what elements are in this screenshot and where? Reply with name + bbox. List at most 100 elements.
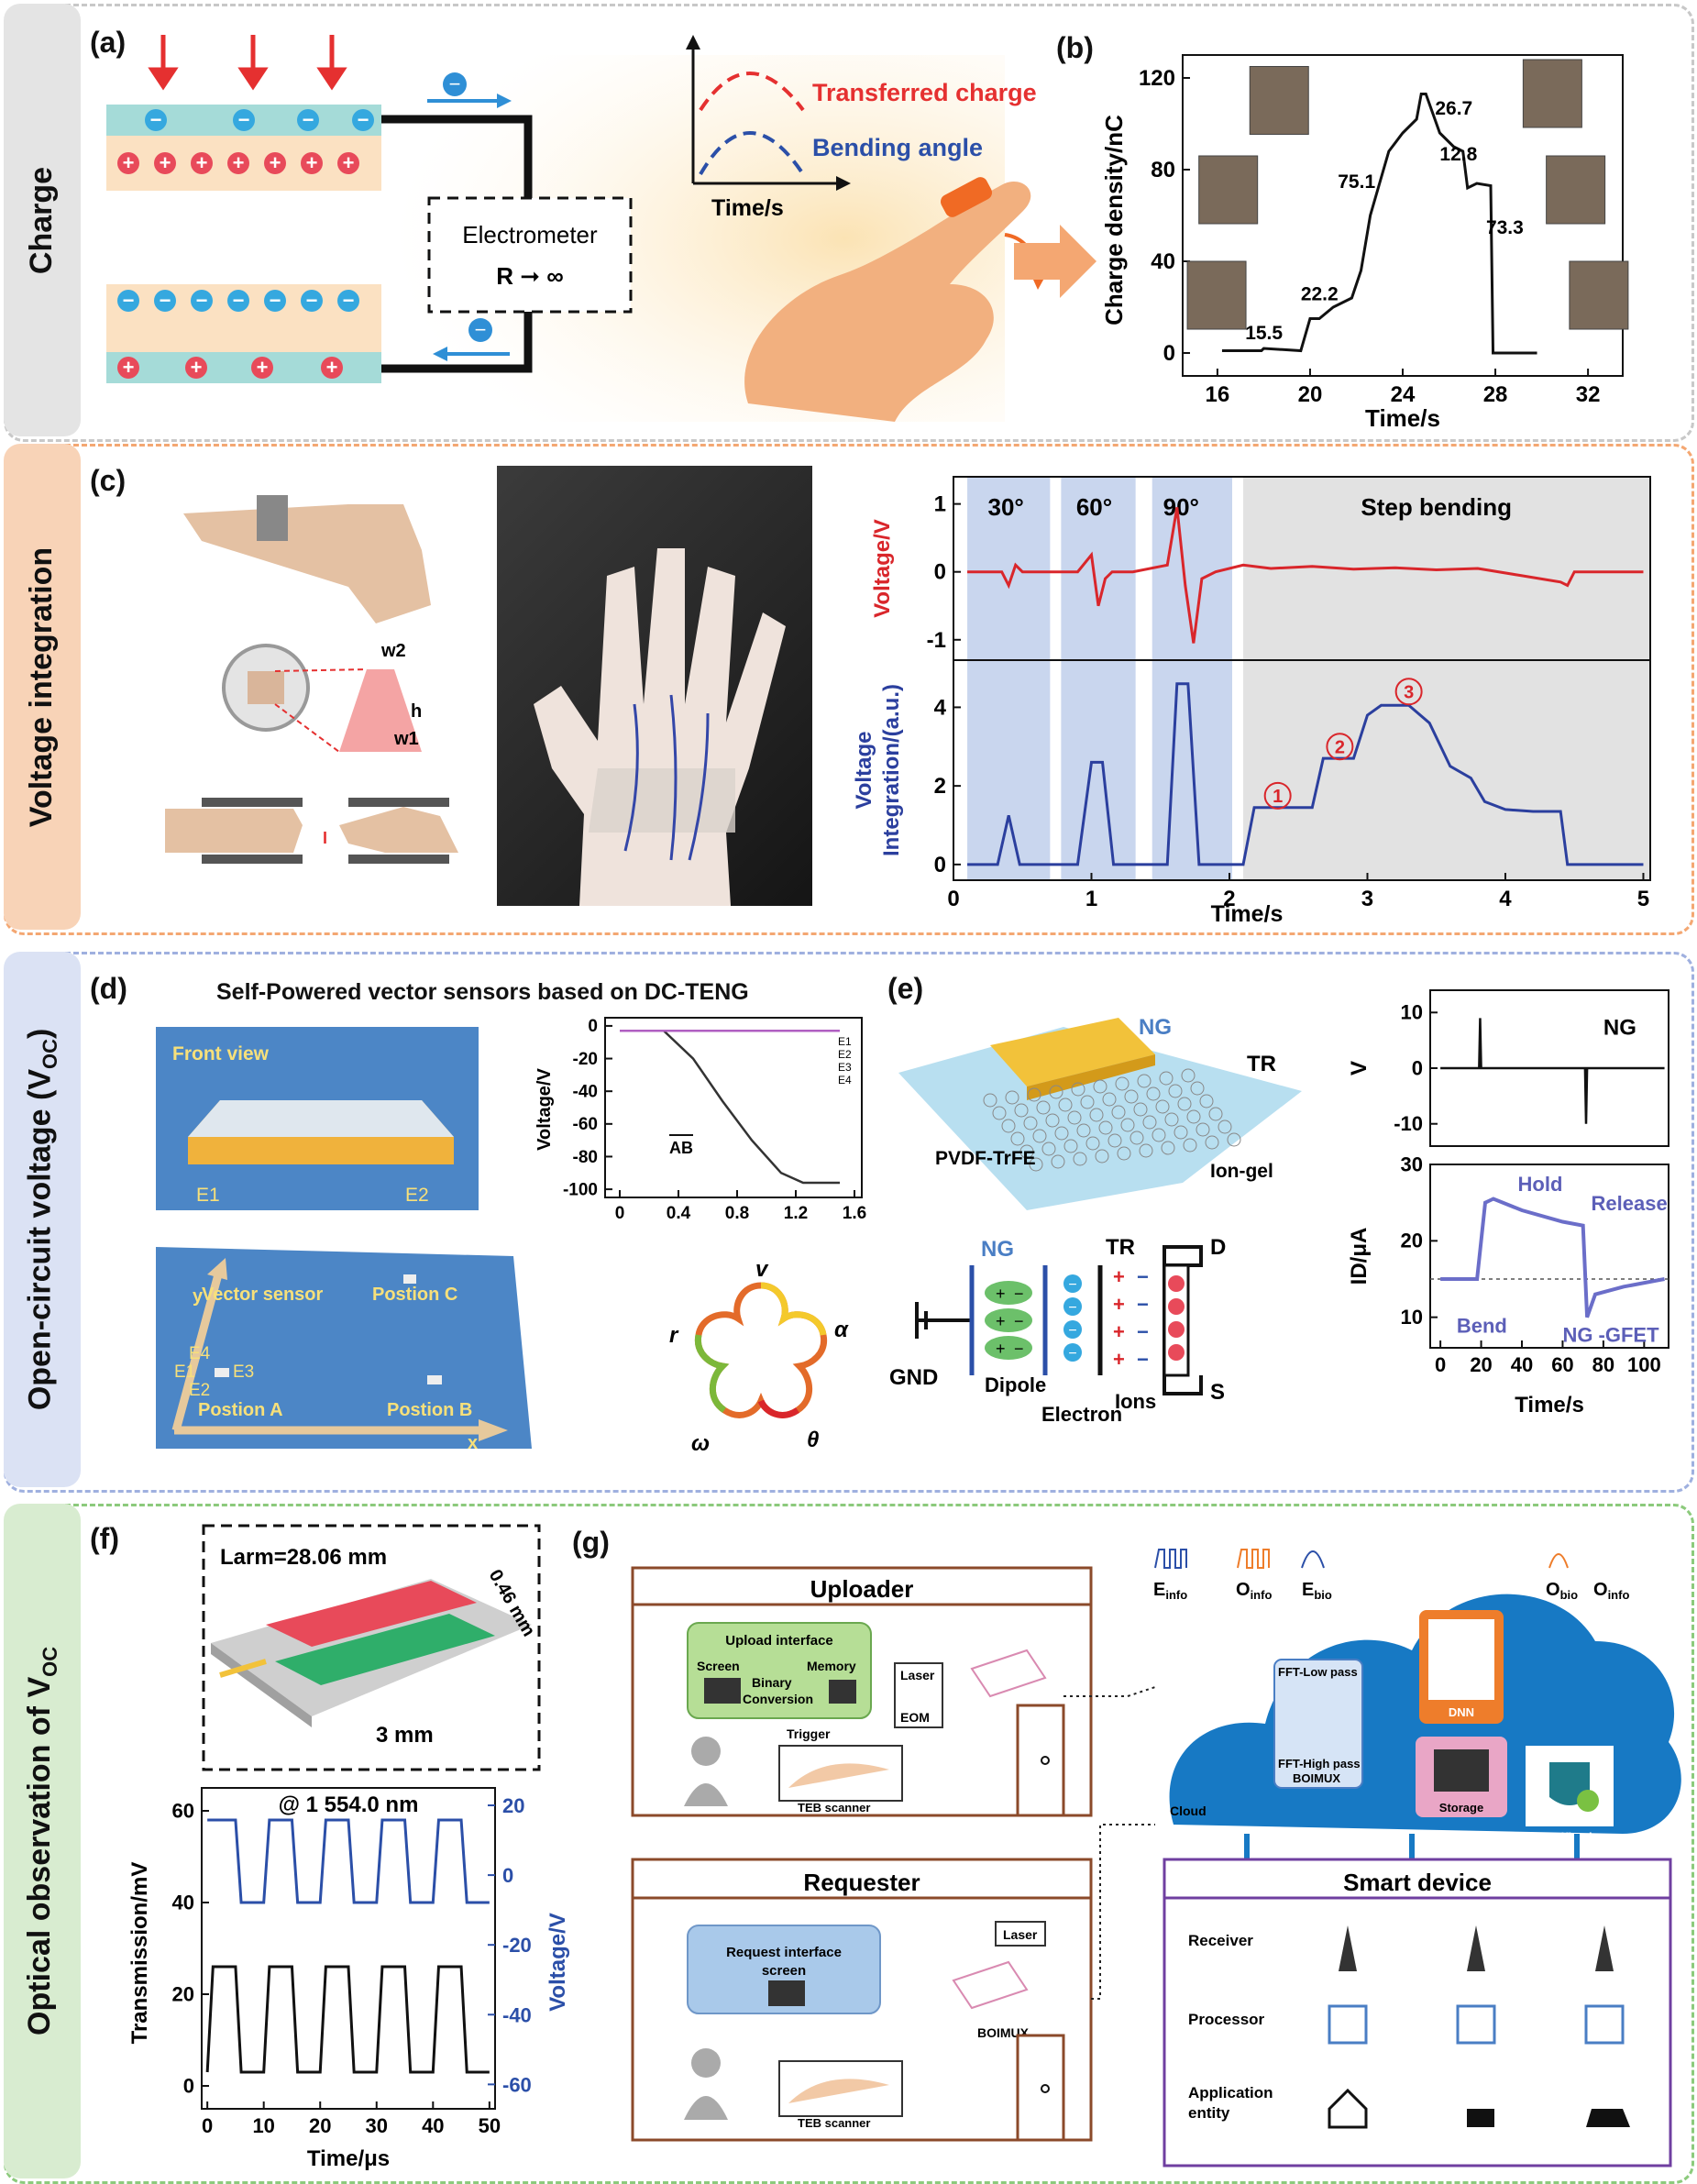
y-tick-label: 60 [172,1799,194,1822]
charge-annotation: 75.1 [1338,171,1375,193]
y2-tick-label: -60 [502,2073,532,2096]
charge-annotation: 15.5 [1245,323,1283,344]
charge-circle [233,109,255,131]
graphene-cell [1227,1132,1241,1147]
substrate [898,1027,1302,1210]
graphene-cell [1073,1152,1087,1166]
storage-icon [1434,1749,1489,1792]
eom-label: EOM [900,1710,930,1725]
graphene-cell [1164,1112,1179,1127]
dipole-ellipses: +−+−+− [985,1281,1032,1360]
charge-sign: + [233,151,245,174]
section-charge-label: Charge [4,4,81,436]
section-voltage-title: Voltage integration [24,546,60,827]
x-tick-label: 0 [947,887,959,911]
electrode-e2-label: E2 [405,1185,429,1206]
symbol-v: v [755,1263,769,1282]
hole-dot [1168,1275,1185,1292]
electron-dot [1063,1343,1082,1362]
processor-label: Processor [1188,2011,1265,2028]
charge-circle [297,109,319,131]
position-c-label: Postion C [372,1285,457,1305]
charge-sign: − [150,108,162,131]
boimux-cloud-label: BOIMUX [1293,1771,1340,1785]
plot-frame [953,659,1651,881]
graphene-cell [1005,1090,1019,1105]
graphene-cell [1205,1135,1219,1150]
y-axis-label: Transmission/mV [127,1862,152,2045]
uploader-user-body [684,1783,728,1806]
electron-sign: − [1068,1323,1076,1339]
y-tick-label: 40 [1151,249,1175,274]
x-tick-label: 20 [1470,1353,1492,1376]
identification-label: Identification [1533,1830,1607,1844]
y-tick-label: 40 [172,1891,194,1914]
y-axis-label: Voltage/V [534,1068,555,1151]
charge-circle [117,152,139,174]
requester-user-body [684,2096,728,2120]
teb-scanner-label: TEB scanner [798,1801,870,1814]
graphene-cell [1174,1125,1188,1140]
e2b-label: E2 [189,1381,210,1400]
x-tick-label: 32 [1576,382,1601,407]
dipole-minus: − [1014,1340,1024,1358]
charge-circle [154,152,176,174]
transmission-line [205,1965,490,2074]
screen-label: Screen [697,1659,740,1673]
panel-d-sensor-diagrams: Front view E1 E2 Vector sensor Postion C… [156,1027,532,1449]
e4-label: E4 [189,1344,211,1363]
position-b-label: Postion B [387,1400,472,1420]
teb-hand-2 [788,2079,889,2103]
graphene-cell [1032,1129,1047,1143]
voltage-e1-line [620,1030,840,1185]
bottom-wire [381,312,533,373]
front-view-label: Front view [172,1043,270,1064]
x-tick-label: 24 [1391,382,1416,407]
ion-minus: − [1137,1293,1149,1316]
o-info-signal-icon [1237,1549,1270,1569]
charge-circle [227,152,249,174]
charge-sign: + [343,151,355,174]
ion-minus: − [1137,1265,1149,1288]
car-icon [1586,2109,1630,2127]
section-charge-title: Charge [24,166,60,274]
symbol-r: r [669,1323,679,1348]
antenna-icons [1339,1925,1614,1971]
graphene-cell [1177,1097,1192,1111]
x-tick-label: 0 [1435,1353,1446,1376]
requester-grating [952,1960,1029,2010]
y-tick-label: 0 [1163,341,1175,366]
charge-circle [337,290,359,312]
channel-holes [1168,1275,1185,1361]
source-label: S [1210,1380,1225,1405]
position-b-marker [427,1375,442,1384]
band-shading [1243,477,1650,880]
label-current-1: I [165,829,166,847]
ion-minus: − [1137,1348,1149,1371]
request-interface-label: Request interface [726,1945,842,1960]
charge-annotation: 12.8 [1439,144,1477,165]
hole-dot [1168,1321,1185,1338]
ion-gel-label: Ion-gel [1210,1161,1273,1182]
x-tick-label: 1.2 [784,1204,808,1223]
y-tick-label: 2 [934,774,946,799]
label-h: h [411,701,422,722]
voltage-line [207,1818,490,1904]
position-c-marker [403,1274,416,1284]
ions-label: Ions [1115,1390,1156,1413]
device-frame [202,1524,541,1771]
processor-icons [1328,2004,1625,2045]
y-axis-head [207,1258,227,1280]
integration-y-label-2: Integration/(a.u.) [879,684,904,856]
flower-segment-green [694,1334,730,1413]
ng-gfet-label: NG -GFET [1562,1323,1659,1346]
graphene-cell [1146,1086,1161,1101]
charge-annotation: 22.2 [1301,284,1339,305]
ion-plus: + [1113,1265,1125,1288]
label-w2: w2 [380,641,406,661]
y-tick-label: 0 [588,1017,598,1036]
panel-d-label: (d) [90,972,127,1005]
x-tick-label: 0.8 [725,1204,749,1223]
